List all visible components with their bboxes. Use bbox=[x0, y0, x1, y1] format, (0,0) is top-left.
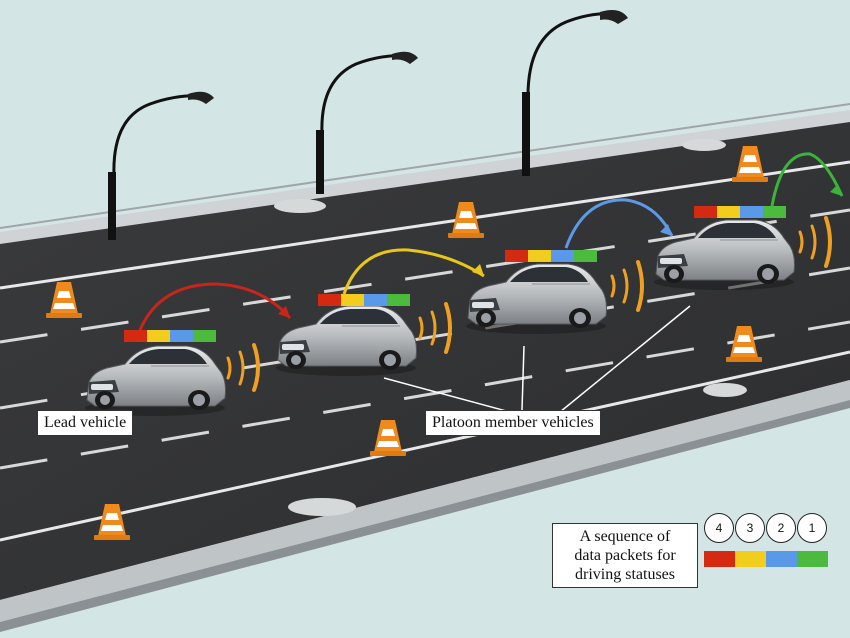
packet-segment bbox=[740, 206, 763, 218]
legend-box: A sequence of data packets for driving s… bbox=[552, 523, 698, 588]
legend-swatch bbox=[797, 551, 828, 567]
transfer-arrow bbox=[342, 248, 485, 295]
callout-lines bbox=[383, 305, 691, 413]
lead-vehicle-label: Lead vehicle bbox=[37, 410, 134, 436]
arrowhead-icon bbox=[830, 184, 842, 196]
transfer-arrow bbox=[564, 198, 674, 249]
packet-segment bbox=[505, 250, 528, 262]
packet-segment bbox=[318, 294, 341, 306]
platoon-vehicles-label: Platoon member vehicles bbox=[425, 410, 601, 436]
highway bbox=[0, 103, 850, 632]
street-lamp bbox=[316, 51, 418, 194]
legend-text-line: A sequence of bbox=[579, 528, 671, 545]
arrowhead-icon bbox=[660, 224, 672, 236]
packet-segment bbox=[147, 330, 170, 342]
packet-number-2: 2 bbox=[766, 513, 796, 543]
packet-number-3: 3 bbox=[735, 513, 765, 543]
signal-waves-icon bbox=[798, 216, 832, 268]
transfer-arrow bbox=[770, 152, 844, 207]
packet-segment bbox=[551, 250, 574, 262]
data-packet-bar bbox=[505, 250, 597, 262]
packet-segment bbox=[528, 250, 551, 262]
street-lamp bbox=[108, 91, 214, 240]
street-lamp bbox=[522, 10, 628, 176]
packet-segment bbox=[170, 330, 193, 342]
packet-bars bbox=[124, 206, 786, 342]
packet-segment bbox=[387, 294, 410, 306]
packet-segment bbox=[341, 294, 364, 306]
legend-swatch bbox=[766, 551, 797, 567]
street-lamps bbox=[108, 10, 628, 240]
packet-segment bbox=[364, 294, 387, 306]
legend-text-line: driving statuses bbox=[575, 566, 675, 583]
data-packet-bar bbox=[318, 294, 410, 306]
packet-segment bbox=[193, 330, 216, 342]
wireless-signals bbox=[226, 216, 832, 392]
packet-number-4: 4 bbox=[704, 513, 734, 543]
arrowhead-icon bbox=[278, 306, 290, 318]
packet-number-1: 1 bbox=[797, 513, 827, 543]
packet-segment bbox=[574, 250, 597, 262]
packet-segment bbox=[717, 206, 740, 218]
legend-text-line: data packets for bbox=[574, 547, 676, 564]
legend-swatch bbox=[735, 551, 766, 567]
packet-segment bbox=[694, 206, 717, 218]
packet-segment bbox=[124, 330, 147, 342]
transfer-arrow bbox=[138, 282, 292, 331]
legend-swatch bbox=[704, 551, 735, 567]
signal-waves-icon bbox=[610, 260, 644, 312]
data-packet-bar bbox=[124, 330, 216, 342]
signal-waves-icon bbox=[418, 302, 452, 354]
signal-waves-icon bbox=[226, 343, 260, 392]
data-packet-bar bbox=[694, 206, 786, 218]
packet-segment bbox=[763, 206, 786, 218]
packet-transfer-arrows bbox=[138, 152, 844, 331]
arrowhead-icon bbox=[472, 264, 484, 276]
